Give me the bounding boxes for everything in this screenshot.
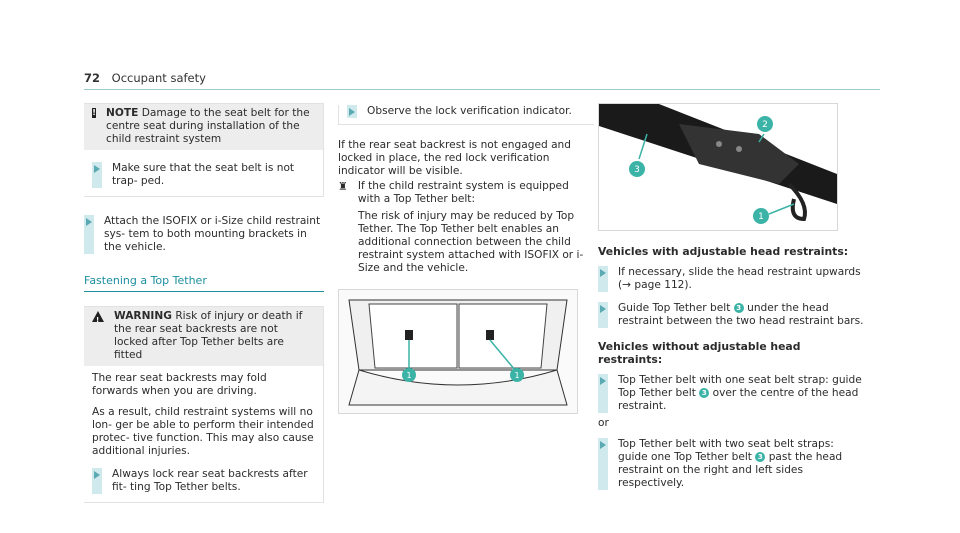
image-marker-2: 2 bbox=[762, 120, 768, 130]
column-3: 2 3 1 Vehicles with adjustable head rest… bbox=[598, 103, 864, 490]
top-tether-illustration: 2 3 1 bbox=[599, 104, 837, 230]
note-text: Damage to the seat belt for the centre s… bbox=[106, 107, 310, 145]
non-adjustable-step-1: Top Tether belt with one seat belt strap… bbox=[598, 374, 864, 413]
ref-marker-3: 3 bbox=[733, 303, 744, 313]
warning-text: Risk of injury or death if the rear seat… bbox=[114, 310, 303, 361]
info-line-2: The risk of injury may be reduced by Top… bbox=[358, 210, 584, 274]
image-marker-3: 3 bbox=[634, 165, 640, 175]
ref-marker-3: 3 bbox=[699, 388, 710, 398]
ref-marker-3: 3 bbox=[755, 452, 766, 462]
image-marker-1b: 1 bbox=[514, 371, 519, 380]
adjustable-step-1: If necessary, slide the head restraint u… bbox=[598, 266, 864, 292]
step-arrow-icon bbox=[347, 105, 357, 118]
adjustable-title: Vehicles with adjustable head restraints… bbox=[598, 245, 849, 258]
step-arrow-icon bbox=[598, 374, 608, 413]
image-marker-1a: 1 bbox=[406, 371, 411, 380]
notice-icon: ! bbox=[92, 108, 97, 118]
step-arrow-icon bbox=[598, 266, 608, 292]
top-tether-image: 2 3 1 bbox=[598, 103, 838, 231]
rear-seat-illustration: 1 1 bbox=[339, 290, 577, 413]
step-arrow-icon bbox=[92, 162, 102, 188]
attach-step: Attach the ISOFIX or i-Size child restra… bbox=[84, 215, 324, 254]
section-name: Occupant safety bbox=[111, 71, 206, 85]
page-number: 72 bbox=[84, 71, 101, 85]
warning-step: Always lock rear seat backrests after fi… bbox=[92, 468, 315, 494]
page-header: 72 Occupant safety bbox=[84, 71, 206, 85]
adjustable-step-2: Guide Top Tether belt 3 under the head r… bbox=[598, 302, 864, 328]
non-adjustable-step-2: Top Tether belt with two seat belt strap… bbox=[598, 438, 864, 490]
column-1: ! NOTE Damage to the seat belt for the c… bbox=[84, 103, 324, 503]
note-label: NOTE bbox=[106, 107, 139, 119]
warning-body-2: As a result, child restraint systems wil… bbox=[92, 406, 314, 457]
info-line-1: If the child restraint system is equippe… bbox=[357, 180, 569, 205]
lock-paragraph: If the rear seat backrest is not engaged… bbox=[338, 139, 571, 177]
or-label: or bbox=[598, 417, 609, 429]
note-step: Make sure that the seat belt is not trap… bbox=[92, 162, 315, 188]
header-rule bbox=[84, 89, 880, 90]
column-2: Observe the lock verification indicator.… bbox=[338, 103, 594, 414]
warning-box: ! WARNING Risk of injury or death if the… bbox=[84, 306, 324, 503]
image-marker-1: 1 bbox=[758, 212, 764, 222]
step-arrow-icon bbox=[84, 215, 94, 254]
step-arrow-icon bbox=[598, 302, 608, 328]
note-box: ! NOTE Damage to the seat belt for the c… bbox=[84, 103, 324, 197]
section-title: Fastening a Top Tether bbox=[84, 274, 324, 292]
observe-step: Observe the lock verification indicator. bbox=[347, 105, 586, 118]
step-arrow-icon bbox=[92, 468, 102, 494]
non-adjustable-title: Vehicles without adjustable head restrai… bbox=[598, 340, 801, 366]
child-seat-icon: ♜ bbox=[338, 180, 348, 193]
warning-label: WARNING bbox=[114, 310, 172, 322]
step-arrow-icon bbox=[598, 438, 608, 490]
warning-body-1: The rear seat backrests may fold forward… bbox=[92, 372, 267, 397]
rear-seat-image: 1 1 bbox=[338, 289, 578, 414]
warning-icon: ! bbox=[92, 311, 104, 324]
